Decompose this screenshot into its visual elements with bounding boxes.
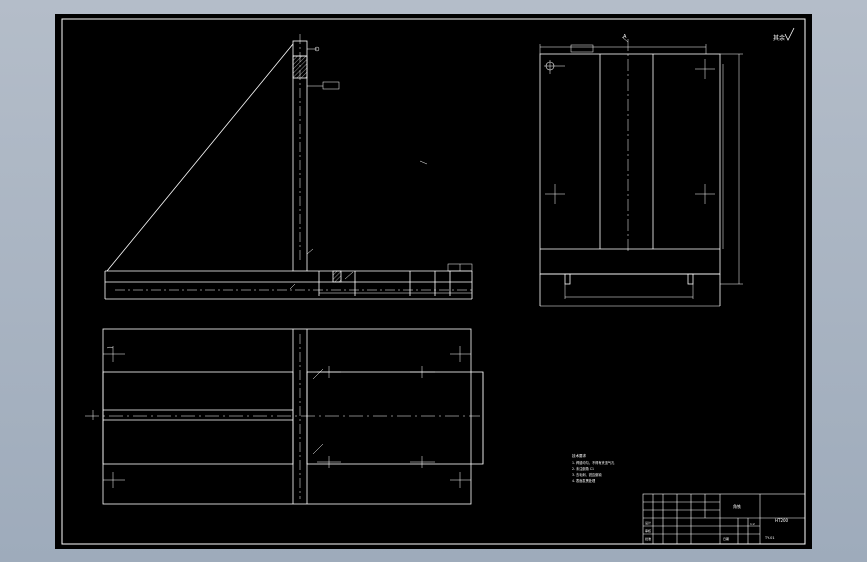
part-name: 角铁 xyxy=(733,503,741,509)
approver-label: 批准 xyxy=(645,536,651,541)
view-label: A xyxy=(623,34,627,40)
title-block xyxy=(642,493,806,545)
note-line: 4. 表面发黑处理 xyxy=(572,478,596,483)
note-line: 3. 去毛刺、锐边倒钝 xyxy=(572,472,602,477)
roughness-symbol: 其余 xyxy=(773,27,795,42)
technical-notes: 技术要求 1. 焊缝均匀，不得有夹渣气孔 2. 未注倒角 C1 3. 去毛刺、锐… xyxy=(572,453,615,483)
drawing-canvas: 其余 A 技术要求 1. 焊缝均匀，不得有夹渣气孔 2. 未注倒角 C1 3. … xyxy=(61,18,806,545)
roughness-check-icon xyxy=(784,27,795,41)
note-line: 1. 焊缝均匀，不得有夹渣气孔 xyxy=(572,460,615,465)
checker-label: 审核 xyxy=(645,528,651,533)
front-view xyxy=(104,34,475,300)
scale: 1:2 xyxy=(750,522,755,526)
roughness-label: 其余 xyxy=(773,34,785,42)
notes-title: 技术要求 xyxy=(572,453,586,458)
top-view xyxy=(85,328,484,505)
note-line: 2. 未注倒角 C1 xyxy=(572,466,594,471)
designer-label: 设计 xyxy=(645,520,651,525)
date-label: 日期 xyxy=(723,536,729,541)
side-view xyxy=(539,36,743,307)
drawing-frame xyxy=(61,18,806,545)
drawing-number: TY-01 xyxy=(764,536,775,540)
drawing-sheet[interactable]: 其余 A 技术要求 1. 焊缝均匀，不得有夹渣气孔 2. 未注倒角 C1 3. … xyxy=(55,14,812,549)
material: HT200 xyxy=(775,518,789,523)
